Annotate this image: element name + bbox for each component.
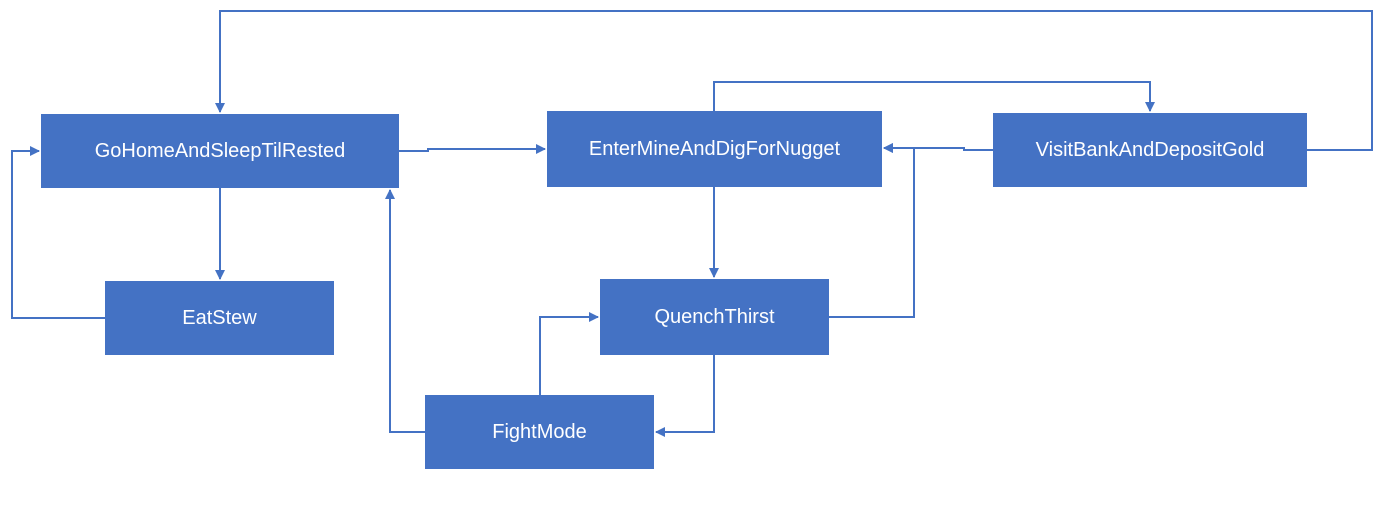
edge-quench-to-fight <box>655 355 715 437</box>
node-label-stew: EatStew <box>182 306 257 329</box>
edge-quench-to-mine <box>829 143 915 318</box>
node-label-bank: VisitBankAndDepositGold <box>1035 138 1265 161</box>
node-label-fight: FightMode <box>492 420 587 443</box>
edge-mine-to-bank <box>713 81 1155 112</box>
node-label-gohome: GoHomeAndSleepTilRested <box>94 139 346 162</box>
edge-stew-to-gohome <box>11 146 105 319</box>
node-box-stew <box>105 281 334 355</box>
node-box-fight <box>425 395 654 469</box>
edge-bank-to-gohome <box>215 10 1373 151</box>
node-stew: EatStew <box>105 281 334 355</box>
node-label-quench: QuenchThirst <box>654 305 775 328</box>
edge-bank-to-mine <box>883 143 993 153</box>
node-bank: VisitBankAndDepositGold <box>993 113 1307 187</box>
node-box-mine <box>547 111 882 187</box>
node-gohome: GoHomeAndSleepTilRested <box>41 114 399 188</box>
node-label-mine: EnterMineAndDigForNugget <box>588 137 841 160</box>
node-mine: EnterMineAndDigForNugget <box>547 111 882 187</box>
node-box-gohome <box>41 114 399 188</box>
node-box-quench <box>600 279 829 355</box>
node-box-bank <box>993 113 1307 187</box>
edge-fight-to-gohome <box>385 189 425 433</box>
edge-fight-to-quench <box>539 312 599 395</box>
node-quench: QuenchThirst <box>600 279 829 355</box>
edge-gohome-to-mine <box>399 144 546 154</box>
node-fight: FightMode <box>425 395 654 469</box>
